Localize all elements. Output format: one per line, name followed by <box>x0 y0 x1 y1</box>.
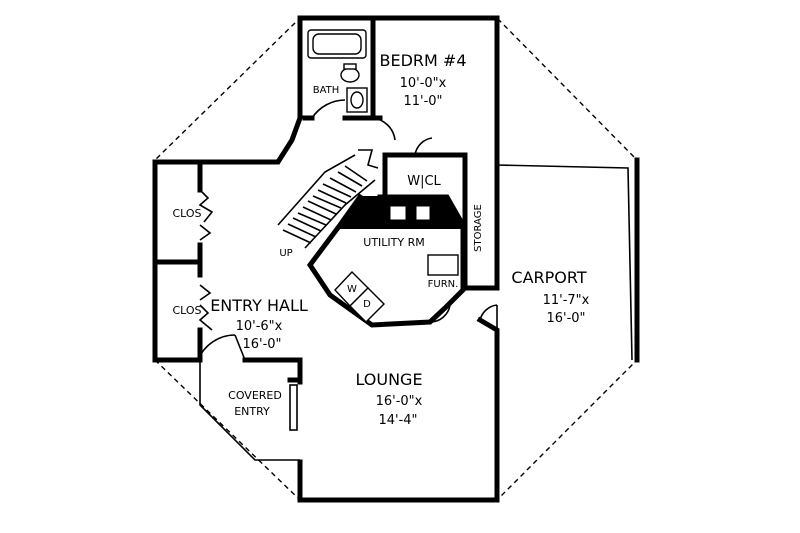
dryer-label: D <box>363 299 371 310</box>
lounge-dim-length: 14'-4" <box>378 413 417 428</box>
utility-label: UTILITY RM <box>363 236 424 249</box>
carport-dim-length: 16'-0" <box>546 311 585 326</box>
covered-entry-label-line1: COVERED <box>228 389 282 402</box>
bedroom-dim-length: 11'-0" <box>403 94 442 109</box>
doors <box>197 99 498 361</box>
staircase <box>277 149 379 249</box>
utility-room-walls <box>306 193 466 328</box>
wicl-label: W|CL <box>407 174 441 189</box>
covered-entry-label-line2: ENTRY <box>234 405 270 418</box>
furnace-label: FURN. <box>428 279 459 290</box>
utility-appliances <box>334 254 459 323</box>
entry-hall-dim-width: 10'-6"x <box>236 319 283 334</box>
lounge-label: LOUNGE <box>355 370 422 389</box>
closet-bottom-label: CLOS <box>172 304 201 317</box>
lounge-dim-width: 16'-0"x <box>376 394 423 409</box>
carport-label: CARPORT <box>511 268 586 287</box>
covered-entry-outline <box>199 360 300 461</box>
bedroom-label: BEDRM #4 <box>380 51 467 70</box>
closet-top-label: CLOS <box>172 207 201 220</box>
storage-label: STORAGE <box>473 204 484 252</box>
bath-label: BATH <box>313 85 340 96</box>
entry-hall-dim-length: 16'-0" <box>242 337 281 352</box>
carport-dim-width: 11'-7"x <box>543 293 590 308</box>
bedroom-dim-width: 10'-0"x <box>400 76 447 91</box>
entry-hall-label: ENTRY HALL <box>210 296 308 315</box>
bath-fixtures <box>307 29 368 113</box>
stair-up-label: UP <box>279 248 292 259</box>
washer-label: W <box>347 284 357 295</box>
